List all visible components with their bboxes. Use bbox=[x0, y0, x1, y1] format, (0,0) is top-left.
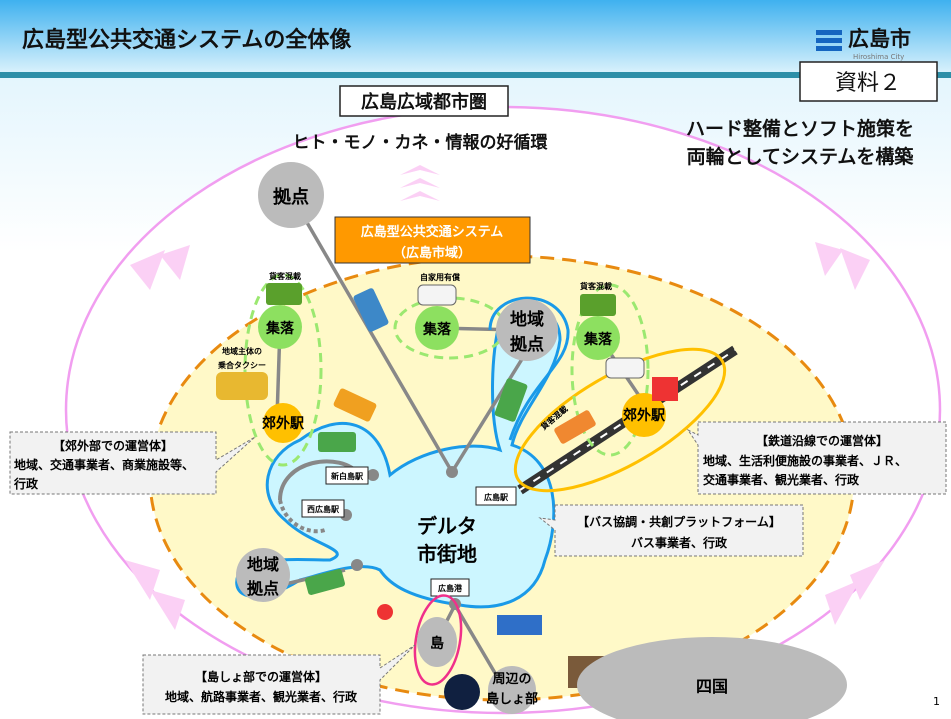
doc-label: 資料２ bbox=[835, 71, 901, 96]
island-label: 島 bbox=[430, 635, 444, 652]
page-title: 広島型公共交通システムの全体像 bbox=[22, 27, 352, 53]
bus-icon bbox=[318, 432, 356, 452]
station-label-hiroshima-port: 広島港 bbox=[438, 583, 463, 593]
island bbox=[417, 617, 457, 667]
fireworks-icon bbox=[444, 674, 480, 710]
hub-top bbox=[258, 162, 324, 228]
station-label-hiroshima: 広島駅 bbox=[484, 492, 509, 502]
delta-label-2: 市街地 bbox=[417, 542, 477, 566]
regional-hub-2-label1: 地域 bbox=[247, 555, 279, 574]
svg-text:【島しょ部での運営体】: 【島しょ部での運営体】 bbox=[195, 669, 327, 684]
bus-icon bbox=[353, 288, 389, 332]
village-2-label: 集落 bbox=[422, 321, 452, 338]
system-label-box bbox=[334, 216, 531, 264]
bus-icon bbox=[304, 569, 346, 595]
callout-rail: 【鉄道沿線での運営体】 地域、生活利便施設の事業者、ＪＲ、 交通事業者、観光業者… bbox=[686, 421, 947, 495]
ship-icon bbox=[497, 615, 542, 635]
van-icon bbox=[417, 284, 457, 306]
shikoku-label: 四国 bbox=[696, 677, 728, 696]
van-icon bbox=[605, 357, 645, 379]
village-3-label: 集落 bbox=[583, 331, 613, 348]
village-3 bbox=[576, 316, 620, 360]
svg-text:地域、航路事業者、観光業者、行政: 地域、航路事業者、観光業者、行政 bbox=[165, 689, 358, 704]
freight-label-1: 貨客混載 bbox=[269, 271, 301, 281]
private-paid-label: 自家用有償 bbox=[420, 272, 460, 282]
svg-text:地域、交通事業者、商業施設等、: 地域、交通事業者、商業施設等、 bbox=[14, 457, 194, 472]
hiroshima-logo: 広島市 Hiroshima City bbox=[816, 27, 911, 61]
svg-text:行政: 行政 bbox=[13, 476, 39, 491]
regional-hub-1 bbox=[496, 299, 558, 361]
freight-truck-icon bbox=[266, 283, 302, 305]
person-icon bbox=[377, 604, 393, 620]
nearby-islands-label1: 周辺の bbox=[492, 672, 531, 687]
region-label-box bbox=[339, 85, 509, 117]
suburb-station-1-label: 郊外駅 bbox=[262, 415, 305, 432]
header-bar bbox=[0, 0, 951, 72]
station-label-nishi-hiroshima: 西広島駅 bbox=[307, 504, 340, 514]
community-taxi-label-2: 乗合タクシー bbox=[218, 360, 266, 370]
svg-text:バス事業者、行政: バス事業者、行政 bbox=[631, 535, 728, 550]
nearby-islands-label2: 島しょ部 bbox=[486, 691, 538, 707]
region-label: 広島広域都市圏 bbox=[361, 91, 487, 113]
svg-text:【バス協調・共創プラットフォーム】: 【バス協調・共創プラットフォーム】 bbox=[577, 514, 781, 529]
island-ring bbox=[413, 594, 463, 686]
village-2 bbox=[415, 306, 459, 350]
post-office-icon bbox=[652, 377, 678, 401]
regional-hub-1-label1: 地域 bbox=[510, 309, 544, 330]
slogan-line1: ハード整備とソフト施策を bbox=[686, 117, 914, 140]
village-1 bbox=[258, 305, 302, 349]
delta-label-1: デルタ bbox=[417, 514, 477, 538]
station-label-shin-hakushima: 新白島駅 bbox=[331, 471, 364, 481]
community-taxi-label-1: 地域主体の bbox=[222, 346, 262, 356]
svg-text:【郊外部での運営体】: 【郊外部での運営体】 bbox=[53, 438, 173, 453]
shikoku bbox=[577, 637, 847, 719]
svg-text:交通事業者、観光業者、行政: 交通事業者、観光業者、行政 bbox=[703, 472, 860, 487]
doc-label-box bbox=[799, 61, 938, 102]
suburb-station-1 bbox=[263, 403, 303, 443]
regional-hub-1-label2: 拠点 bbox=[510, 334, 544, 355]
freight-label-2: 貨客混載 bbox=[580, 281, 612, 291]
svg-text:広島市: 広島市 bbox=[848, 27, 911, 51]
system-label-2: （広島市域） bbox=[393, 245, 471, 261]
freight-truck-icon bbox=[580, 294, 616, 316]
header-rule bbox=[0, 72, 951, 78]
page-number: 1 bbox=[933, 695, 940, 708]
callout-suburb: 【郊外部での運営体】 地域、交通事業者、商業施設等、 行政 bbox=[9, 431, 256, 495]
bus-icon bbox=[333, 388, 377, 422]
suburb-station-2 bbox=[622, 393, 666, 437]
circulation-arrows bbox=[125, 165, 885, 630]
svg-text:Hiroshima City: Hiroshima City bbox=[853, 53, 904, 61]
regional-hub-2 bbox=[236, 548, 290, 602]
system-label-1: 広島型公共交通システム bbox=[361, 224, 504, 240]
bus-icon bbox=[494, 378, 528, 422]
hub-top-label: 拠点 bbox=[273, 186, 309, 208]
slogan-line2: 両輪としてシステムを構築 bbox=[687, 145, 915, 168]
regional-hub-2-label2: 拠点 bbox=[247, 579, 279, 598]
rail-corridor bbox=[513, 347, 727, 493]
suburb-station-2-label: 郊外駅 bbox=[623, 407, 666, 424]
callout-island: 【島しょ部での運営体】 地域、航路事業者、観光業者、行政 bbox=[142, 644, 416, 715]
village-1-label: 集落 bbox=[265, 320, 295, 337]
nearby-islands bbox=[488, 666, 536, 714]
svg-text:【鉄道沿線での運営体】: 【鉄道沿線での運営体】 bbox=[756, 433, 888, 448]
svg-text:地域、生活利便施設の事業者、ＪＲ、: 地域、生活利便施設の事業者、ＪＲ、 bbox=[703, 453, 907, 468]
cycle-text: ヒト・モノ・カネ・情報の好循環 bbox=[293, 132, 549, 153]
train-icon bbox=[554, 410, 596, 444]
taxi-icon bbox=[216, 372, 268, 400]
callout-bus: 【バス協調・共創プラットフォーム】 バス事業者、行政 bbox=[538, 504, 804, 557]
